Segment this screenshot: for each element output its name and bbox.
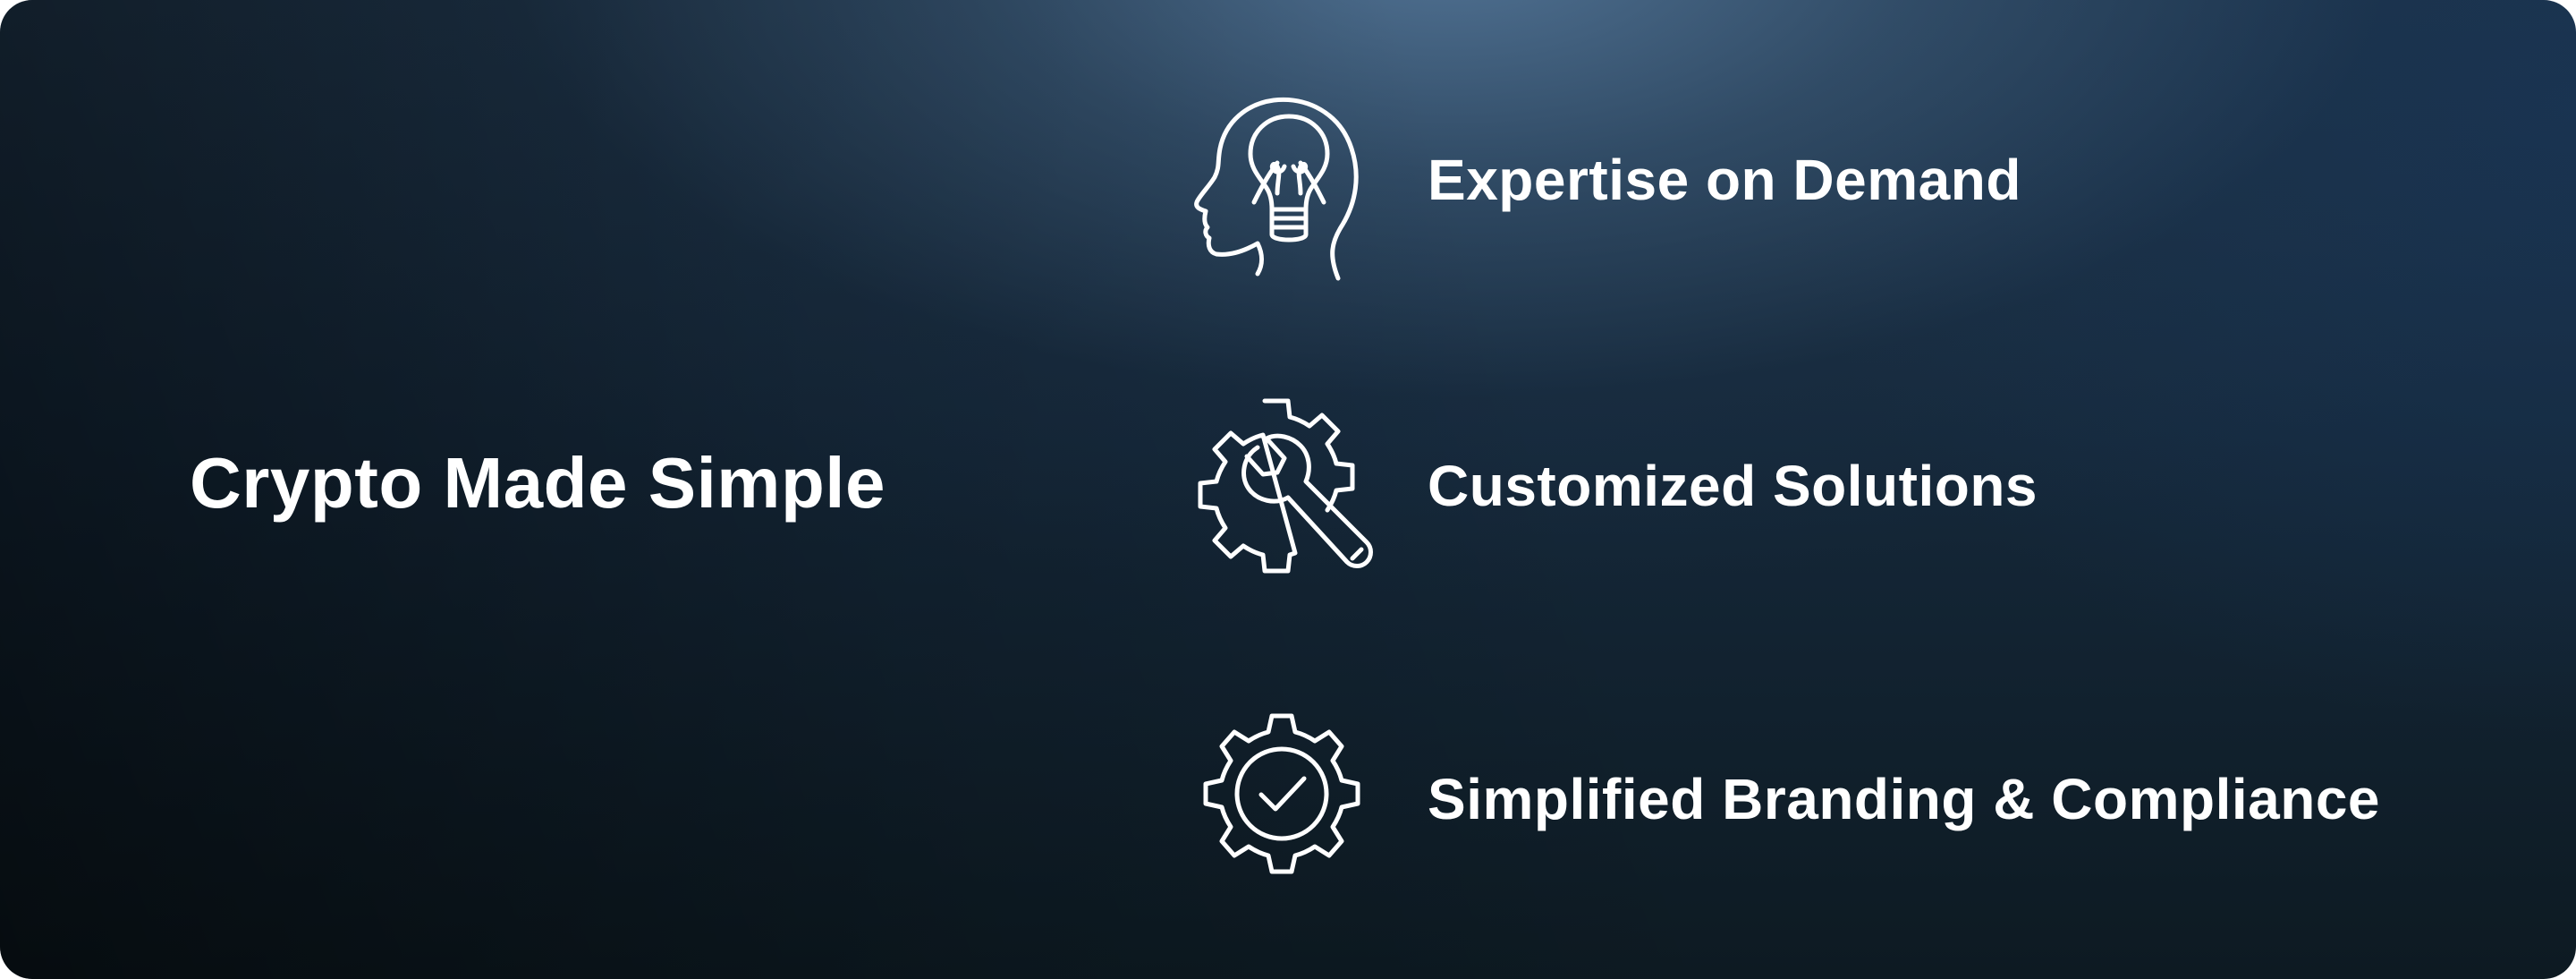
feature-label: Customized Solutions — [1428, 454, 2038, 518]
head-lightbulb-icon — [1194, 77, 1383, 283]
headline: Crypto Made Simple — [190, 443, 886, 523]
gear-checkmark-icon — [1195, 696, 1383, 902]
feature-label: Simplified Branding & Compliance — [1428, 767, 2380, 831]
feature-branding-compliance: Simplified Branding & Compliance — [1195, 696, 2380, 902]
feature-label: Expertise on Demand — [1428, 148, 2021, 212]
gear-wrench-icon — [1195, 383, 1383, 589]
feature-expertise: Expertise on Demand — [1194, 77, 2021, 283]
feature-customized: Customized Solutions — [1195, 383, 2038, 589]
